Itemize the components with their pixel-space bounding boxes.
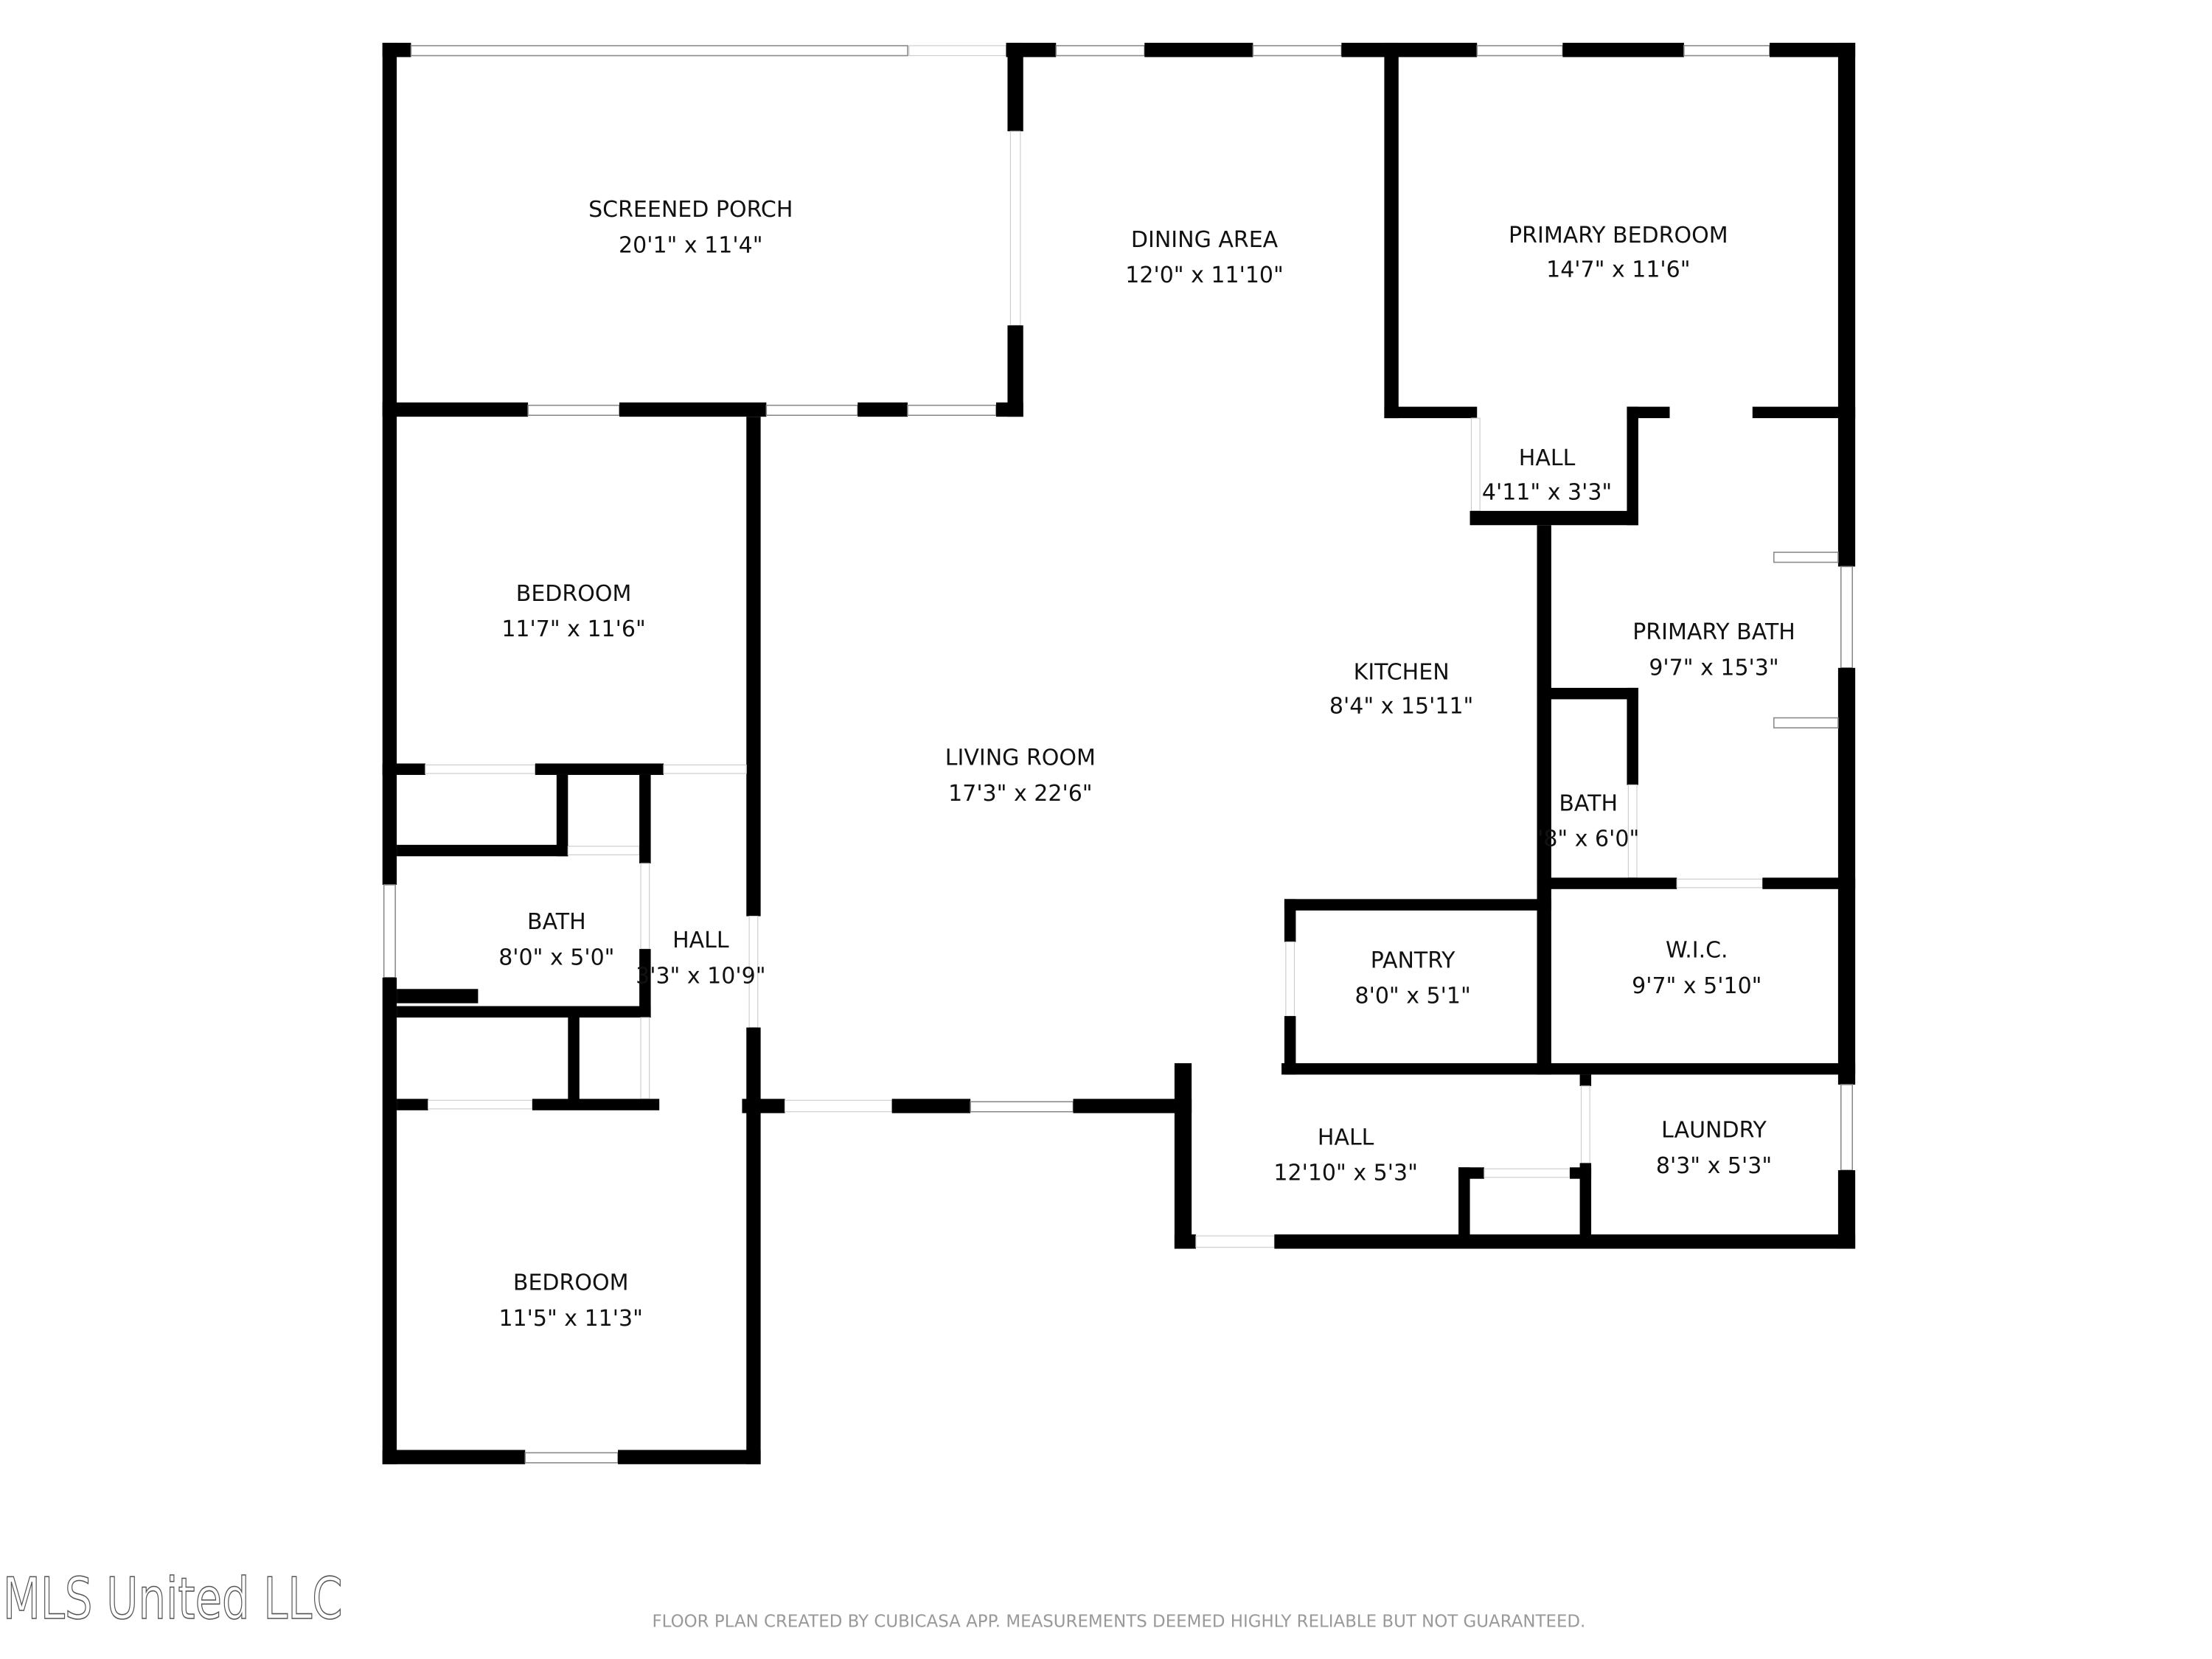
room-hall-small: HALL 4'11" x 3'3" [1482,445,1612,505]
room-dimensions: 8'0" x 5'1" [1354,984,1470,1009]
room-name: DINING AREA [1131,227,1279,253]
room-name: KITCHEN [1354,659,1450,685]
room-name: BATH [1559,790,1618,816]
room-dimensions: 8'0" x 5'0" [498,945,614,970]
room-dimensions: 8'3" x 5'3" [1656,1153,1772,1179]
room-hall-laundry: HALL 12'10" x 5'3" [1273,1124,1417,1186]
room-dimensions: 3'3" x 10'9" [636,964,765,990]
room-kitchen: KITCHEN 8'4" x 15'11" [1329,659,1473,719]
room-bedroom-2: BEDROOM 11'5" x 11'3" [498,1270,642,1332]
room-name: BEDROOM [513,1270,629,1296]
room-dimensions: 12'0" x 11'10" [1125,262,1284,288]
room-dimensions: 11'5" x 11'3" [498,1306,642,1332]
room-dimensions: 14'7" x 11'6" [1546,257,1690,282]
room-dimensions: 9'7" x 5'10" [1632,973,1761,999]
room-dimensions: 12'10" x 5'3" [1273,1161,1417,1186]
room-laundry: LAUNDRY 8'3" x 5'3" [1656,1118,1772,1179]
room-screened-porch: SCREENED PORCH 20'1" x 11'4" [588,197,793,258]
room-dining-area: DINING AREA 12'0" x 11'10" [1125,227,1284,288]
room-hall-bedrooms: HALL 3'3" x 10'9" [636,928,765,989]
room-name: W.I.C. [1666,938,1728,964]
room-dimensions: 9'7" x 15'3" [1649,655,1778,681]
room-bath: BATH 8'0" x 5'0" [498,909,614,970]
room-name: BATH [527,909,586,935]
room-dimensions: '8" x 6'0" [1537,827,1639,852]
room-primary-bedroom: PRIMARY BEDROOM 14'7" x 11'6" [1509,223,1728,282]
room-name: PANTRY [1371,947,1455,973]
room-pantry: PANTRY 8'0" x 5'1" [1354,947,1470,1009]
room-name: HALL [672,928,729,953]
room-name: HALL [1519,445,1576,471]
room-living-room: LIVING ROOM 17'3" x 22'6" [945,745,1096,806]
room-labels: SCREENED PORCH 20'1" x 11'4" DINING AREA 1… [498,197,1795,1332]
room-name: PRIMARY BATH [1632,619,1795,645]
disclaimer-footer: FLOOR PLAN CREATED BY CUBICASA APP. MEAS… [653,1611,1586,1631]
room-name: LAUNDRY [1661,1118,1767,1144]
watermark: MLS United LLC [3,1566,343,1632]
room-name: LIVING ROOM [945,745,1096,771]
room-name: PRIMARY BEDROOM [1509,223,1728,248]
room-dimensions: 20'1" x 11'4" [619,233,762,259]
room-dimensions: 8'4" x 15'11" [1329,694,1473,720]
room-wic: W.I.C. 9'7" x 5'10" [1632,938,1761,999]
room-primary-bath: PRIMARY BATH 9'7" x 15'3" [1632,619,1795,681]
room-dimensions: 17'3" x 22'6" [948,781,1092,807]
walls [382,43,1856,1464]
room-dimensions: 4'11" x 3'3" [1482,479,1612,505]
room-dimensions: 11'7" x 11'6" [501,616,645,642]
room-bath-primary-side: BATH '8" x 6'0" [1537,790,1639,852]
room-name: HALL [1318,1124,1374,1150]
room-name: BEDROOM [516,581,632,607]
room-name: SCREENED PORCH [588,197,793,223]
room-bedroom-1: BEDROOM 11'7" x 11'6" [501,581,645,642]
